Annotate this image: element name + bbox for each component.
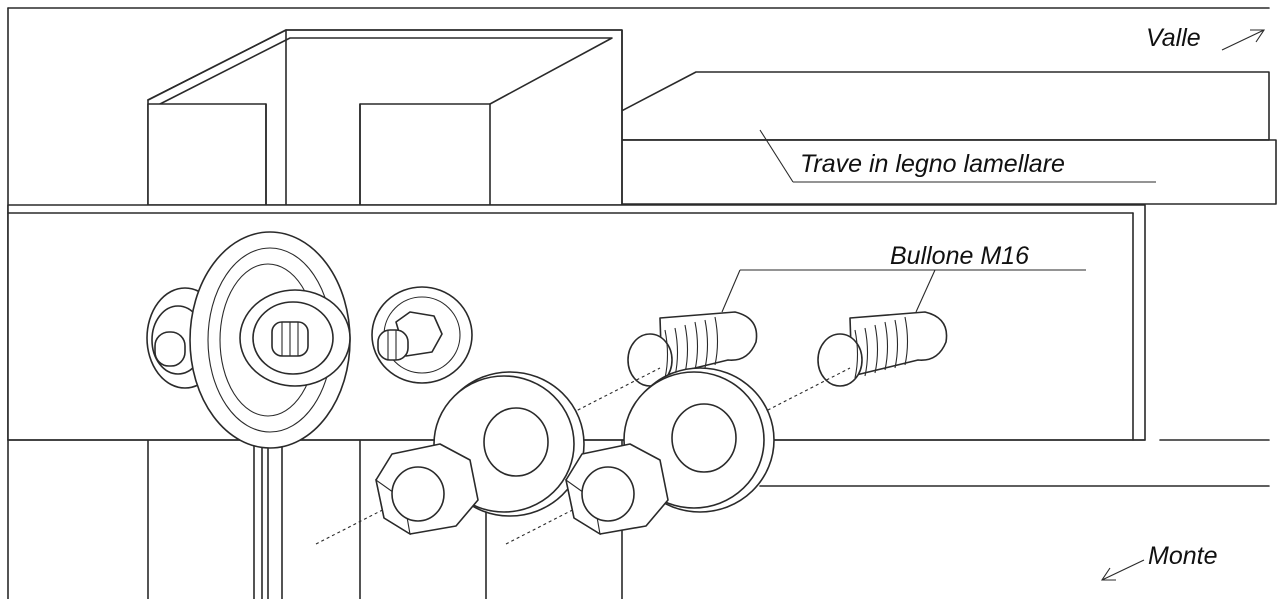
glulam-beam: [565, 71, 1277, 487]
assembled-bolt-middle: [371, 286, 473, 384]
label-trave-text: Trave in legno lamellare: [800, 150, 1065, 178]
assembled-bolt-left: [146, 231, 351, 449]
label-trave: Trave in legno lamellare: [759, 129, 1156, 183]
loose-nut-1: [375, 443, 479, 536]
label-valle: Valle: [1146, 24, 1266, 52]
loose-nut-2: [565, 443, 669, 536]
label-valle-text: Valle: [1146, 24, 1201, 52]
label-bullone-text: Bullone M16: [890, 242, 1029, 270]
steel-channel-top: [147, 29, 623, 206]
label-monte-text: Monte: [1148, 542, 1217, 570]
label-monte: Monte: [1100, 542, 1217, 581]
loose-bolt-2: [817, 311, 948, 387]
label-bullone: Bullone M16: [721, 242, 1086, 313]
